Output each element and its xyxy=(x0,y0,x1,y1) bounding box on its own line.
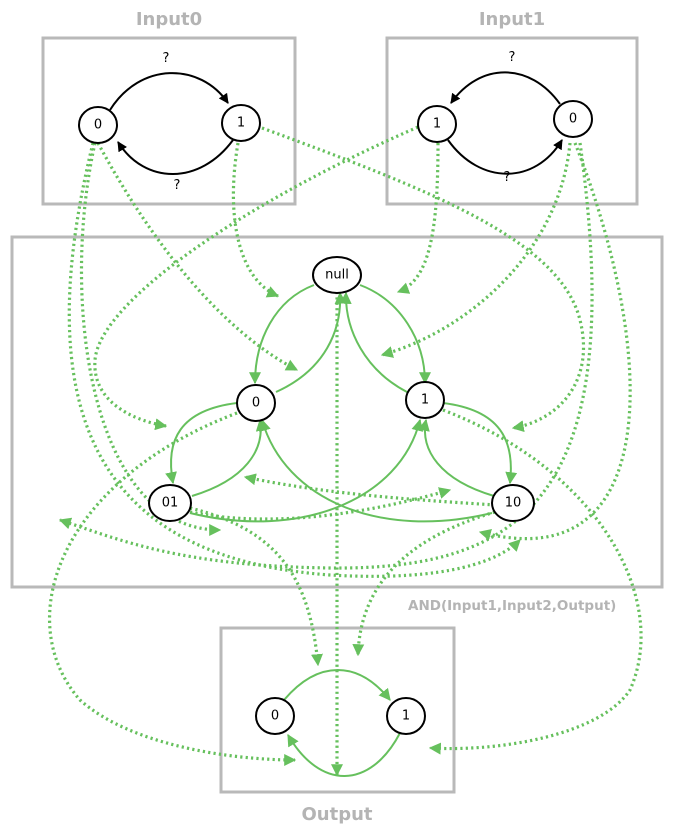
and-edge-zero-to-null xyxy=(275,291,347,393)
i1-top-edge-label: ? xyxy=(509,50,516,65)
state-label: 0 xyxy=(252,396,260,411)
state-circle xyxy=(255,697,295,735)
output-state-0: 0 xyxy=(255,697,295,735)
dotted-edge-and-zero-to-out-zero xyxy=(48,411,297,766)
i1-bottom-edge-label: ? xyxy=(504,170,511,185)
input1-box xyxy=(385,36,639,206)
state-label: 1 xyxy=(237,116,245,131)
state-circle xyxy=(148,484,192,522)
input0-state-0: 0 xyxy=(78,106,118,144)
input1-title: Input1 xyxy=(479,9,545,30)
input1-state-0: 0 xyxy=(553,100,593,138)
dotted-edge-i1one-to-and-zero xyxy=(93,125,419,431)
dotted-edge-and-01-to-and-one-area xyxy=(189,487,452,521)
input0-title: Input0 xyxy=(136,9,202,30)
and-edge-zero-to-01 xyxy=(165,402,238,485)
state-label: 01 xyxy=(162,496,179,511)
dotted-edge-i1zero-to-and-one xyxy=(380,142,572,358)
and-state-10: 10 xyxy=(491,484,535,522)
state-circle xyxy=(386,697,426,735)
state-label: 1 xyxy=(421,393,429,408)
state-circle xyxy=(417,105,457,143)
and-edge-10-to-zero xyxy=(259,418,493,523)
input0-state-1: 1 xyxy=(221,104,261,142)
and-caption: AND(Input1,Input2,Output) xyxy=(408,598,616,614)
input1-state-1: 1 xyxy=(417,105,457,143)
i1-edge-one-to-zero xyxy=(447,139,563,175)
and-state-01: 01 xyxy=(148,484,192,522)
and-edge-one-to-10 xyxy=(442,402,518,485)
dotted-edge-i0zero-to-and-zero xyxy=(96,142,299,372)
and-box xyxy=(10,235,664,589)
state-circle xyxy=(221,104,261,142)
and-edge-null-to-zero xyxy=(249,284,315,385)
dotted-edge-i1one-to-and-null xyxy=(396,142,440,294)
input0-box xyxy=(41,36,297,206)
dotted-edge-and-10-to-and-zero-area xyxy=(243,473,496,507)
state-label: null xyxy=(325,268,349,283)
i0-edge-one-to-zero xyxy=(117,139,234,175)
state-circle xyxy=(491,484,535,522)
state-label: 0 xyxy=(271,709,279,724)
state-circle xyxy=(312,256,362,294)
state-circle xyxy=(553,100,593,138)
state-circle xyxy=(78,106,118,144)
output-title: Output xyxy=(301,804,372,825)
and-edge-01-to-zero xyxy=(191,418,268,497)
dotted-edge-i0zero-to-and-10 xyxy=(67,142,522,578)
out-edge-zero-to-one xyxy=(283,669,391,701)
dotted-edge-and-10-to-out-one xyxy=(352,510,496,657)
state-label: 1 xyxy=(433,117,441,132)
state-label: 0 xyxy=(569,112,577,127)
dotted-edge-and-one-to-out-one xyxy=(428,408,643,755)
state-label: 10 xyxy=(505,496,522,511)
and-edge-01-to-one xyxy=(189,418,424,523)
state-label: 1 xyxy=(402,709,410,724)
state-circle xyxy=(236,384,276,422)
and-edge-one-to-null xyxy=(339,291,408,393)
out-edge-one-to-zero xyxy=(287,732,401,777)
output-state-1: 1 xyxy=(386,697,426,735)
and-state-null: null xyxy=(312,256,362,294)
i1-edge-zero-to-one xyxy=(450,71,561,105)
dotted-edge-i0one-to-and-one xyxy=(261,126,586,433)
dotted-edge-and-01-to-out-zero xyxy=(189,506,323,667)
state-label: 0 xyxy=(94,118,102,133)
and-edge-null-to-one xyxy=(359,284,431,385)
state-circle xyxy=(405,381,445,419)
dotted-edge-i0zero-to-and-01 xyxy=(79,142,222,536)
i0-edge-zero-to-one xyxy=(109,72,229,111)
and-state-0: 0 xyxy=(236,384,276,422)
and-state-1: 1 xyxy=(405,381,445,419)
and-edge-10-to-one xyxy=(418,418,495,497)
i0-bottom-edge-label: ? xyxy=(174,178,181,193)
i0-top-edge-label: ? xyxy=(163,51,170,66)
